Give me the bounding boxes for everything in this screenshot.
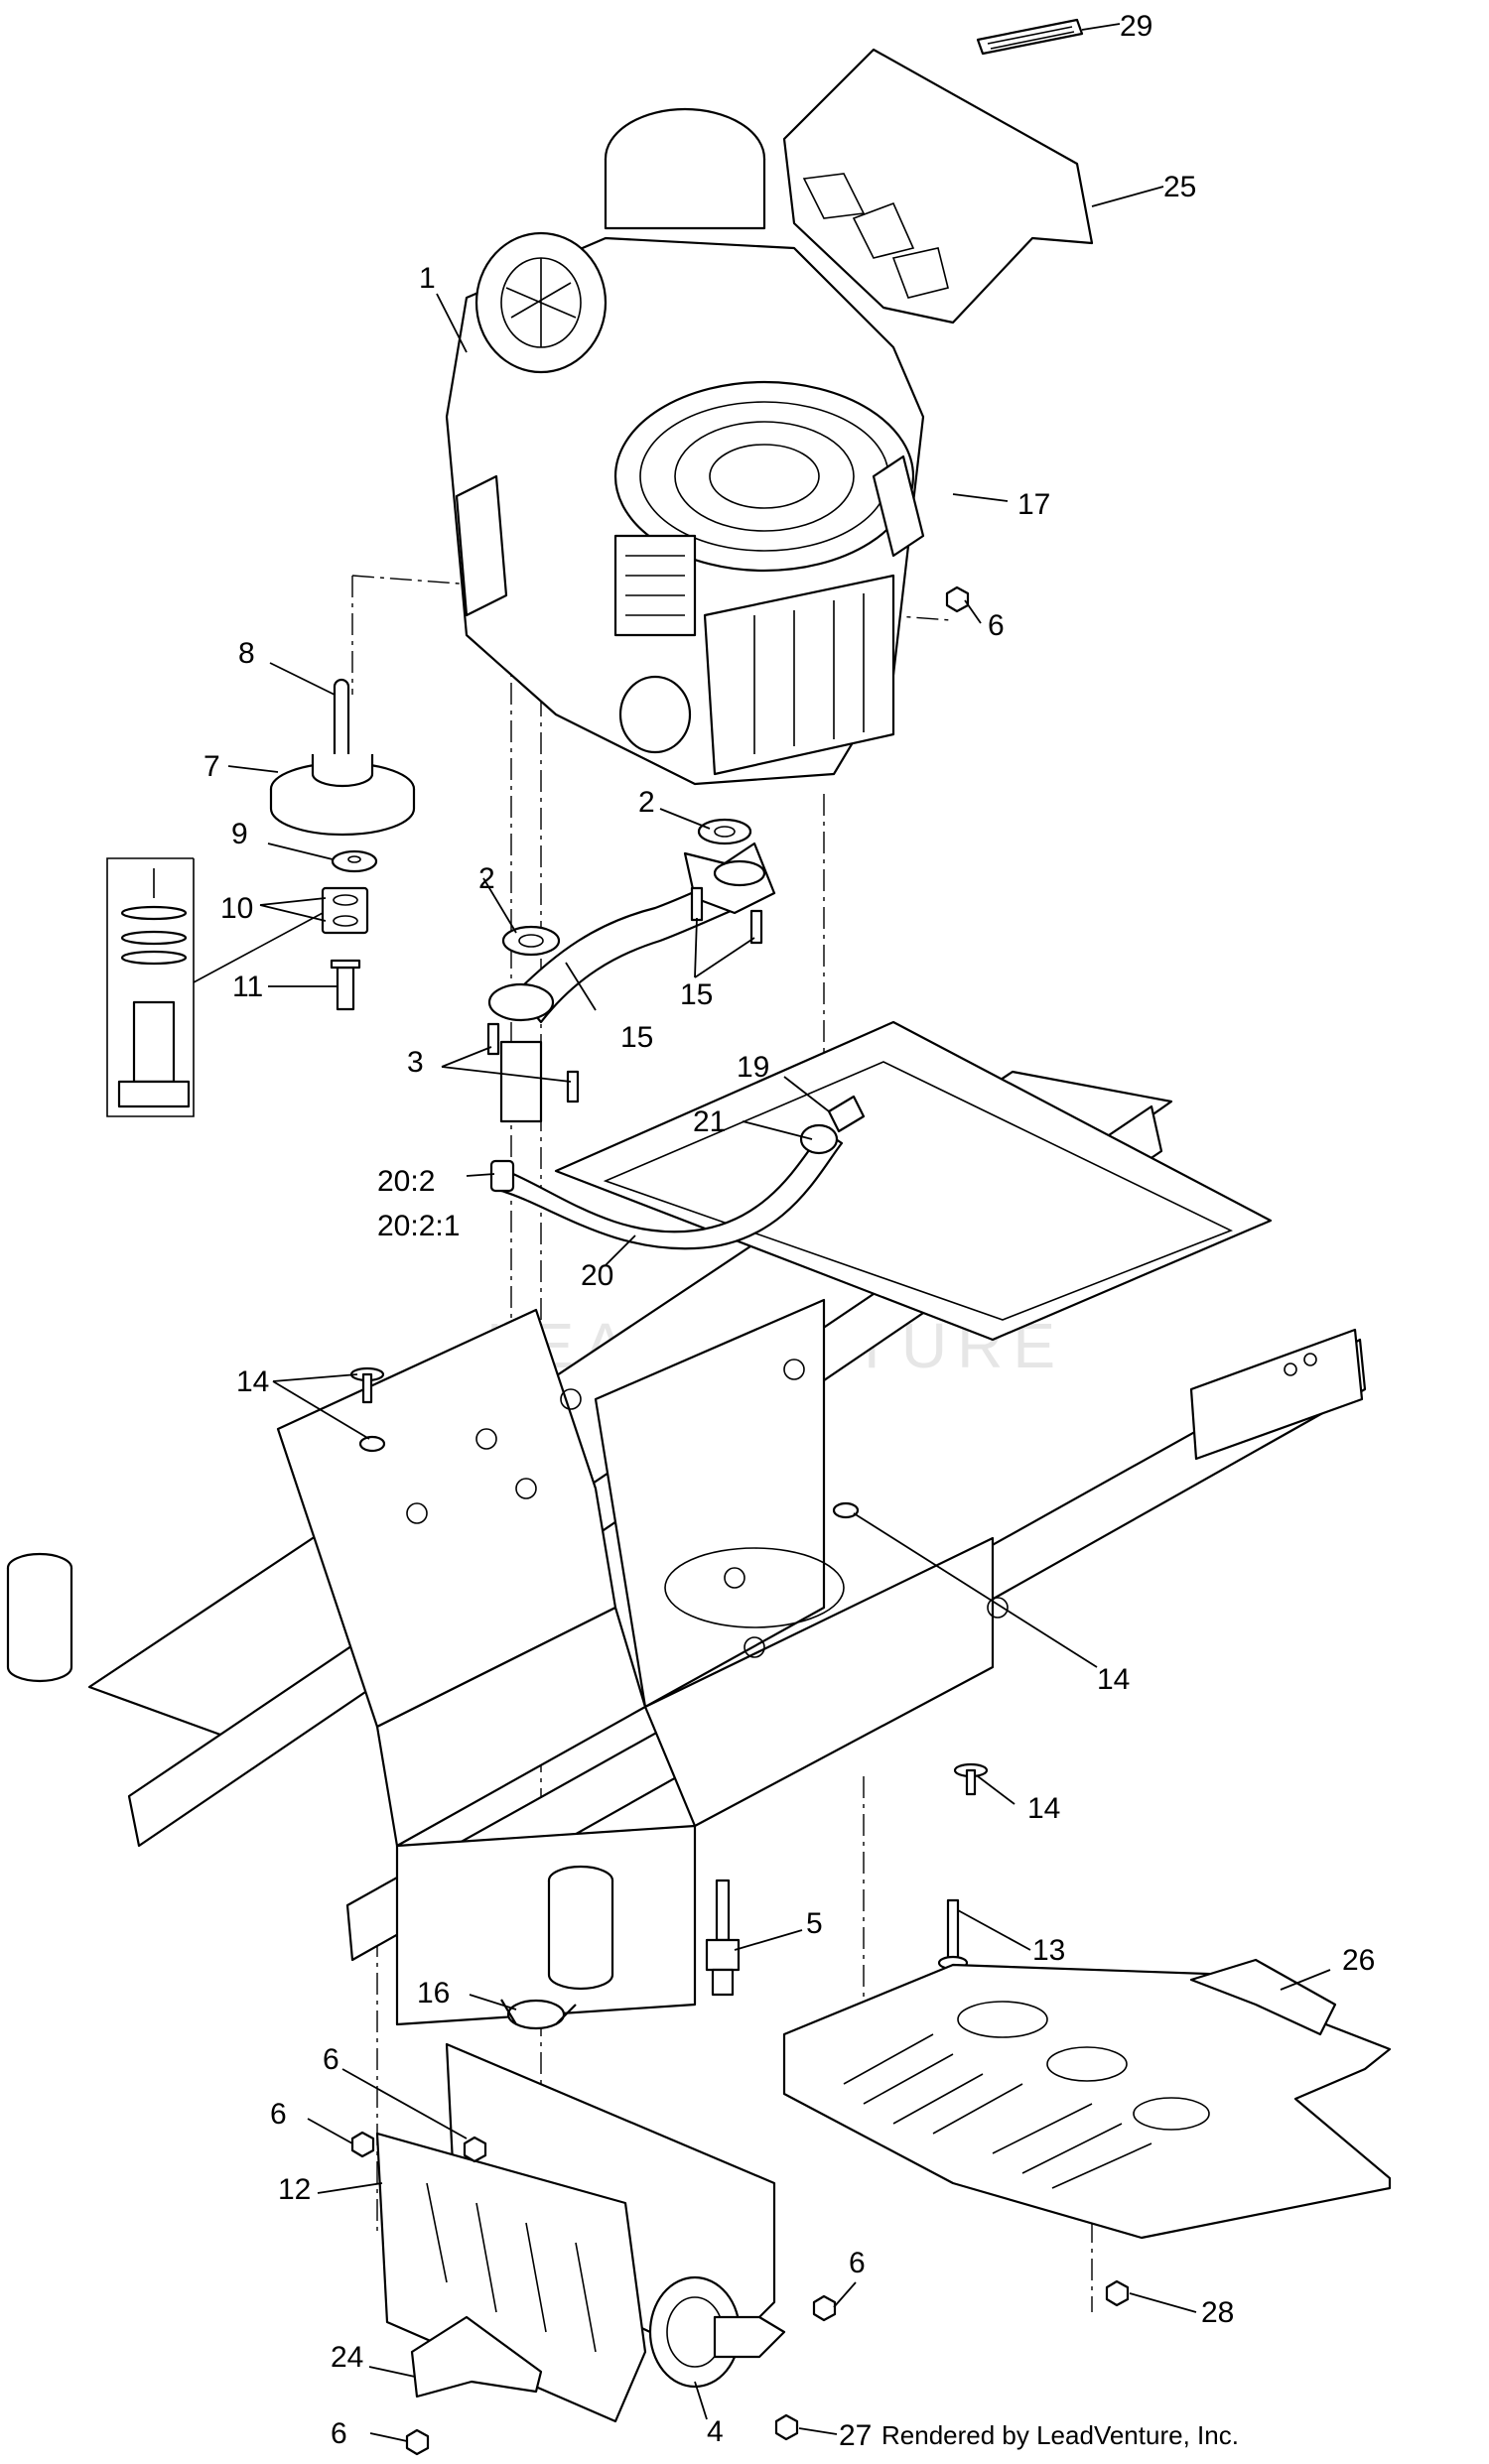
callout-26: 26 — [1342, 1944, 1375, 1977]
callout-2: 2 — [478, 862, 495, 895]
callout-1: 1 — [419, 262, 436, 295]
callout-6: 6 — [988, 609, 1005, 642]
callout-19: 19 — [737, 1051, 769, 1084]
callout-6: 6 — [270, 2098, 287, 2131]
muffler-assembly — [375, 1999, 786, 2423]
skid-plate — [782, 1958, 1392, 2240]
callout-10: 10 — [220, 892, 253, 925]
callouts: 29 25 1 17 6 8 7 9 10 11 2 2 15 15 3 19 … — [203, 10, 1375, 2452]
callout-20: 20 — [581, 1259, 613, 1292]
callout-14: 14 — [1097, 1663, 1130, 1696]
callout-4: 4 — [707, 2415, 724, 2448]
callout-3: 15 — [620, 1021, 653, 1054]
callout-21: 21 — [693, 1105, 726, 1138]
callout-6: 6 — [849, 2247, 866, 2279]
leader-lines — [227, 23, 1331, 2442]
callout-15: 15 — [680, 978, 713, 1011]
chassis-frame — [6, 1020, 1367, 2026]
detail-inset — [106, 857, 324, 1117]
callout-9: 9 — [231, 818, 248, 850]
exhaust-pipes — [486, 818, 776, 1123]
callout-2: 2 — [638, 786, 655, 819]
engine-shroud — [782, 48, 1094, 324]
callout-29: 29 — [1120, 10, 1152, 43]
callout-14: 14 — [1027, 1792, 1060, 1825]
callout-12: 12 — [278, 2173, 311, 2206]
callout-13: 13 — [1032, 1934, 1065, 1967]
callout-28: 28 — [1201, 2296, 1234, 2329]
callout-14: 14 — [236, 1365, 269, 1398]
callout-20-2-1: 20:2:1 — [377, 1210, 460, 1242]
callout-17: 17 — [1017, 488, 1050, 521]
callout-27: 27 — [839, 2419, 872, 2452]
callout-16: 16 — [417, 1977, 450, 2010]
nuts — [350, 585, 1130, 2456]
callout-11: 11 — [232, 971, 263, 1003]
callout-8: 8 — [238, 637, 255, 670]
callout-6: 6 — [323, 2043, 339, 2076]
pulley-assembly — [269, 678, 416, 1011]
callout-20-2: 20:2 — [377, 1165, 435, 1198]
engine — [445, 107, 925, 786]
footer-credit: Rendered by LeadVenture, Inc. — [881, 2420, 1239, 2450]
callout-24: 24 — [331, 2341, 363, 2374]
callout-5: 5 — [806, 1907, 823, 1940]
callout-15: 3 — [407, 1046, 424, 1079]
decal — [976, 18, 1084, 56]
callout-6: 6 — [331, 2417, 347, 2450]
callout-7: 7 — [203, 750, 220, 783]
callout-25: 25 — [1163, 171, 1196, 203]
fuel-line — [489, 1095, 866, 1250]
